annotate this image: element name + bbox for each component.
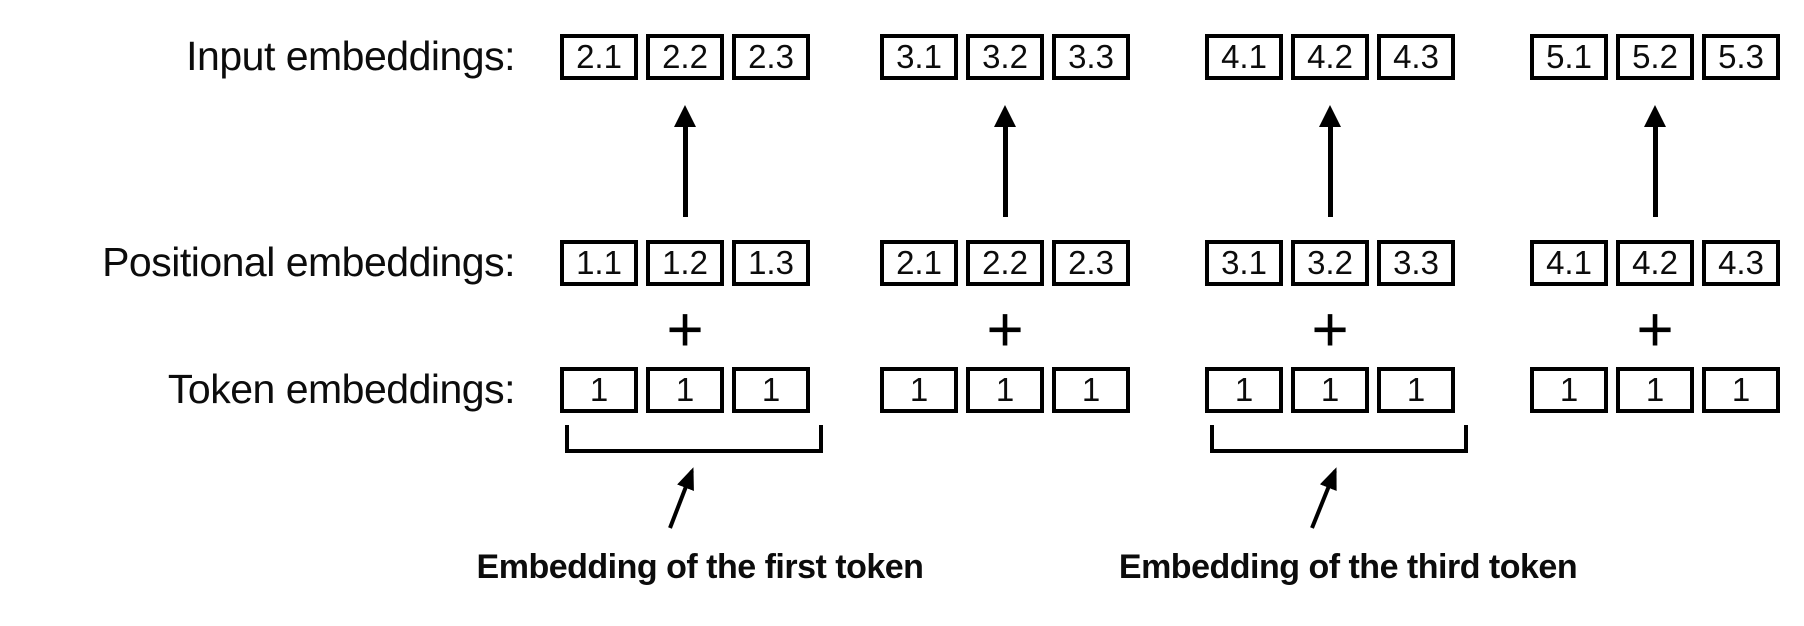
arrow-shaft xyxy=(1327,123,1333,217)
vector-cell: 1.3 xyxy=(732,240,810,286)
plus-operator-4: + xyxy=(1636,293,1674,365)
vector-cell: 1 xyxy=(1377,367,1455,413)
caption-third-token: Embedding of the third token xyxy=(1118,548,1578,586)
vector-cell: 5.2 xyxy=(1616,34,1694,80)
vector-cell: 1 xyxy=(560,367,638,413)
caption-arrow-first xyxy=(668,467,694,529)
vector-cell: 5.1 xyxy=(1530,34,1608,80)
vector-cell: 1 xyxy=(732,367,810,413)
vector-cell: 2.3 xyxy=(1052,240,1130,286)
vector-cell: 2.3 xyxy=(732,34,810,80)
vector-cell: 1 xyxy=(1205,367,1283,413)
vector-cell: 4.1 xyxy=(1205,34,1283,80)
vector-cell: 3.3 xyxy=(1052,34,1130,80)
vector-cell: 1 xyxy=(1291,367,1369,413)
vector-cell: 4.3 xyxy=(1702,240,1780,286)
up-arrow-2 xyxy=(994,105,1016,217)
arrow-shaft xyxy=(682,123,688,217)
caption-arrow-third xyxy=(1310,467,1337,529)
vector-cell: 4.1 xyxy=(1530,240,1608,286)
vector-cell: 2.1 xyxy=(880,240,958,286)
first-token-bracket xyxy=(565,425,823,453)
input-embeddings-label: Input embeddings: xyxy=(186,33,515,79)
vector-cell: 2.2 xyxy=(646,34,724,80)
token-embeddings-label: Token embeddings: xyxy=(167,366,516,412)
arrow-shaft xyxy=(1002,123,1008,217)
plus-operator-3: + xyxy=(1311,293,1349,365)
vector-cell: 5.3 xyxy=(1702,34,1780,80)
vector-cell: 1.1 xyxy=(560,240,638,286)
vector-cell: 3.2 xyxy=(1291,240,1369,286)
vector-cell: 1.2 xyxy=(646,240,724,286)
vector-cell: 4.3 xyxy=(1377,34,1455,80)
vector-cell: 1 xyxy=(1530,367,1608,413)
vector-cell: 3.3 xyxy=(1377,240,1455,286)
up-arrow-4 xyxy=(1644,105,1666,217)
vector-cell: 3.1 xyxy=(1205,240,1283,286)
vector-cell: 3.1 xyxy=(880,34,958,80)
positional-embeddings-label: Positional embeddings: xyxy=(102,239,515,285)
third-token-bracket xyxy=(1210,425,1468,453)
vector-cell: 1 xyxy=(880,367,958,413)
vector-cell: 1 xyxy=(1616,367,1694,413)
arrowhead xyxy=(674,105,696,127)
up-arrow-3 xyxy=(1319,105,1341,217)
arrow-shaft xyxy=(1652,123,1658,217)
vector-cell: 1 xyxy=(1052,367,1130,413)
vector-cell: 1 xyxy=(966,367,1044,413)
arrowhead xyxy=(1644,105,1666,127)
up-arrow-1 xyxy=(674,105,696,217)
plus-operator-1: + xyxy=(666,293,704,365)
arrowhead xyxy=(1319,105,1341,127)
vector-cell: 4.2 xyxy=(1616,240,1694,286)
vector-cell: 1 xyxy=(646,367,724,413)
vector-cell: 2.2 xyxy=(966,240,1044,286)
vector-cell: 2.1 xyxy=(560,34,638,80)
vector-cell: 3.2 xyxy=(966,34,1044,80)
plus-operator-2: + xyxy=(986,293,1024,365)
vector-cell: 4.2 xyxy=(1291,34,1369,80)
caption-first-token: Embedding of the first token xyxy=(476,548,924,586)
arrowhead xyxy=(994,105,1016,127)
vector-cell: 1 xyxy=(1702,367,1780,413)
